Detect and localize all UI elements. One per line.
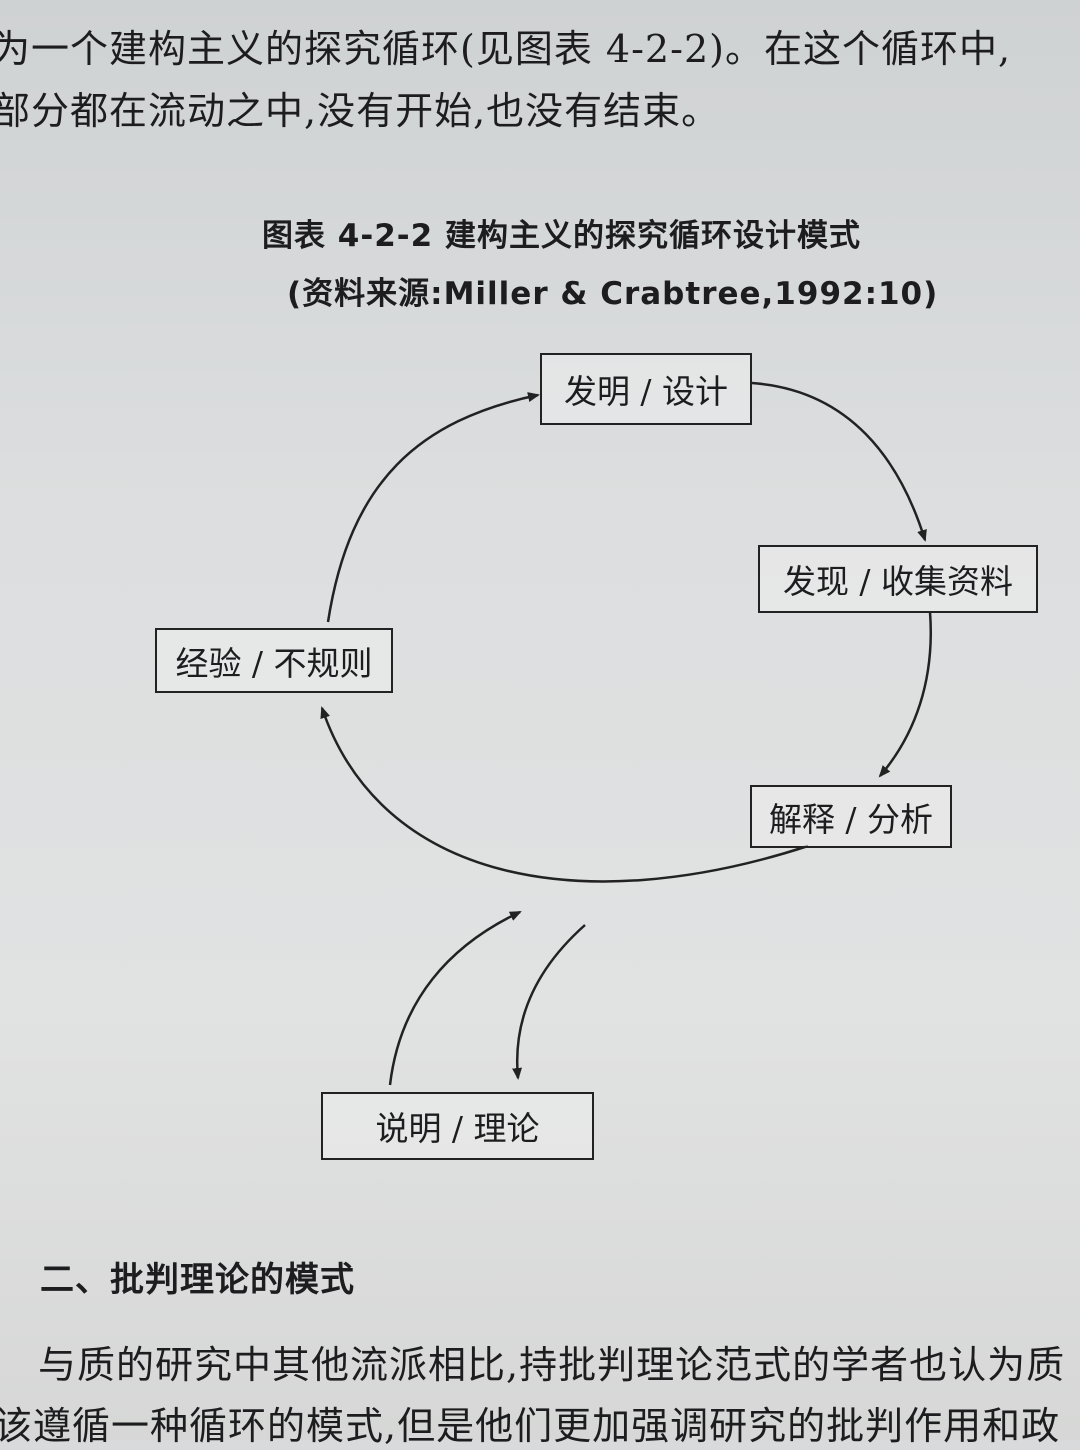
arrow-cycle-to-theory [512,924,586,1080]
arrow-theory-to-cycle [388,910,522,1086]
figure-title: 图表 4-2-2 建构主义的探究循环设计模式 [262,218,862,254]
body-text-line-1: 为一个建构主义的探究循环(见图表 4-2-2)。在这个循环中, [0,27,1012,71]
arrow-experience-to-design [326,392,540,623]
section-text-line-2: 该遵循一种循环的模式,但是他们更加强调研究的批判作用和政 [0,1404,1061,1448]
node-theory: 说明 / 理论 [321,1092,594,1160]
body-text-line-2: 部分都在流动之中,没有开始,也没有结束。 [0,89,721,133]
arrow-collect-to-analyze [878,611,932,778]
figure-source: (资料来源:Miller & Crabtree,1992:10) [287,276,939,312]
node-design: 发明 / 设计 [540,353,752,425]
node-analyze: 解释 / 分析 [750,785,952,848]
section-text-line-1: 与质的研究中其他流派相比,持批判理论范式的学者也认为质 [38,1343,1066,1387]
arrow-design-to-collect [751,381,927,542]
arrow-analyze-to-experience [320,706,809,883]
node-experience: 经验 / 不规则 [155,628,393,693]
section-heading: 二、批判理论的模式 [40,1260,355,1300]
node-collect: 发现 / 收集资料 [758,545,1038,613]
